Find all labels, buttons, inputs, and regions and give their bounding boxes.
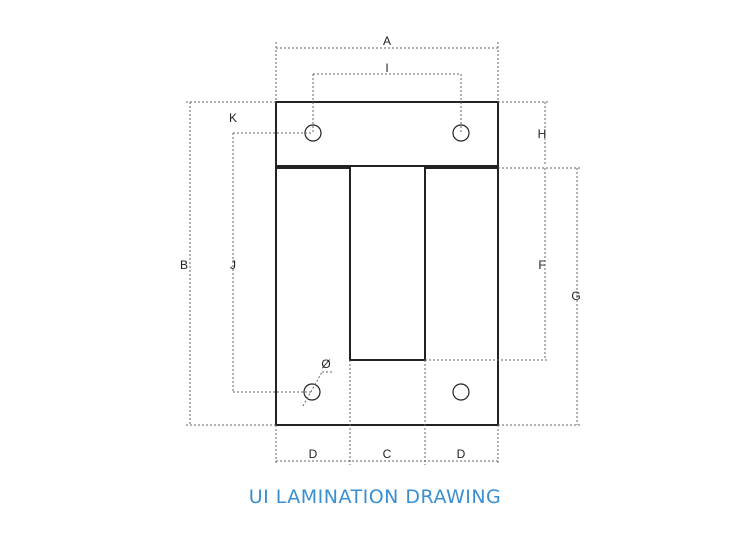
label-phi: Ø xyxy=(321,357,330,371)
u-core xyxy=(275,167,499,426)
dimension-h xyxy=(498,101,549,166)
hole-bottom-left xyxy=(303,383,321,401)
hole-bottom-right xyxy=(452,383,470,401)
hole-top-right xyxy=(452,124,470,142)
dimension-i xyxy=(312,73,462,133)
dimension-bottom xyxy=(275,360,499,465)
label-i: I xyxy=(385,61,388,75)
diameter-callout xyxy=(302,371,332,407)
diagram-caption: UI LAMINATION DRAWING xyxy=(248,486,502,508)
i-bar xyxy=(275,101,499,167)
label-d-left: D xyxy=(309,447,318,461)
label-h: H xyxy=(538,127,547,141)
dimension-f xyxy=(425,168,549,361)
dimension-a xyxy=(275,42,499,102)
dimension-b xyxy=(186,101,276,426)
dimension-g xyxy=(498,167,581,426)
label-c: C xyxy=(383,447,392,461)
label-g: G xyxy=(571,289,580,303)
label-j: J xyxy=(230,258,236,272)
dimension-j xyxy=(232,132,313,393)
label-f: F xyxy=(538,258,545,272)
label-d-right: D xyxy=(457,447,466,461)
label-k: K xyxy=(229,111,237,125)
label-a: A xyxy=(383,34,391,48)
label-b: B xyxy=(180,258,188,272)
